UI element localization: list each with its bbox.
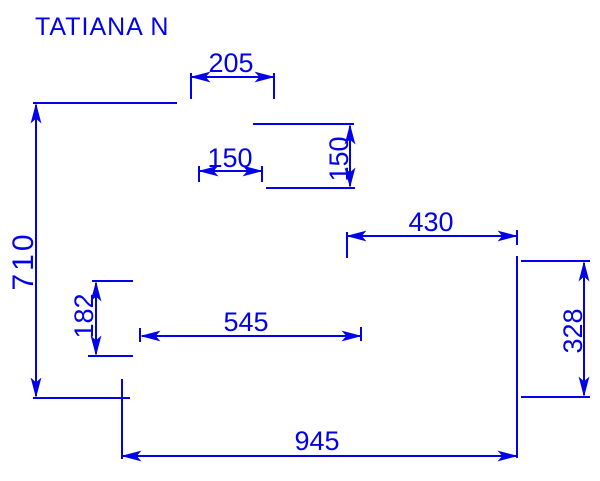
- dimension-arrow-icon: [497, 230, 518, 242]
- dimension-arrow-icon: [30, 103, 42, 124]
- dimension-arrow-icon: [190, 71, 211, 83]
- dimension-label-710: 710: [7, 231, 40, 290]
- drawing-title: TATIANA N: [35, 13, 170, 41]
- dimension-arrow-icon: [346, 230, 367, 242]
- dimension-arrow-icon: [344, 124, 356, 145]
- dimension-arrow-icon: [90, 335, 102, 356]
- dimension-arrow-icon: [198, 165, 219, 177]
- dimension-arrow-icon: [344, 167, 356, 188]
- dimension-arrow-icon: [578, 376, 590, 397]
- dimension-arrow-icon: [497, 450, 518, 462]
- dimension-arrow-icon: [30, 377, 42, 398]
- dimension-label-945: 945: [294, 426, 339, 456]
- dimension-arrow-icon: [578, 261, 590, 282]
- dimension-arrow-icon: [242, 165, 263, 177]
- dimension-label-328: 328: [558, 308, 588, 353]
- dimension-label-182: 182: [69, 293, 99, 338]
- dimension-label-150: 150: [324, 136, 354, 181]
- dimension-arrow-icon: [121, 450, 142, 462]
- dimension-label-205: 205: [208, 48, 253, 78]
- dimension-label-430: 430: [408, 207, 453, 237]
- dimension-arrow-icon: [254, 71, 275, 83]
- dimension-arrow-icon: [90, 281, 102, 302]
- dimension-label-150: 150: [207, 143, 252, 173]
- dimension-arrow-icon: [341, 330, 362, 342]
- dimension-label-545: 545: [223, 307, 268, 337]
- dimension-arrow-icon: [140, 330, 161, 342]
